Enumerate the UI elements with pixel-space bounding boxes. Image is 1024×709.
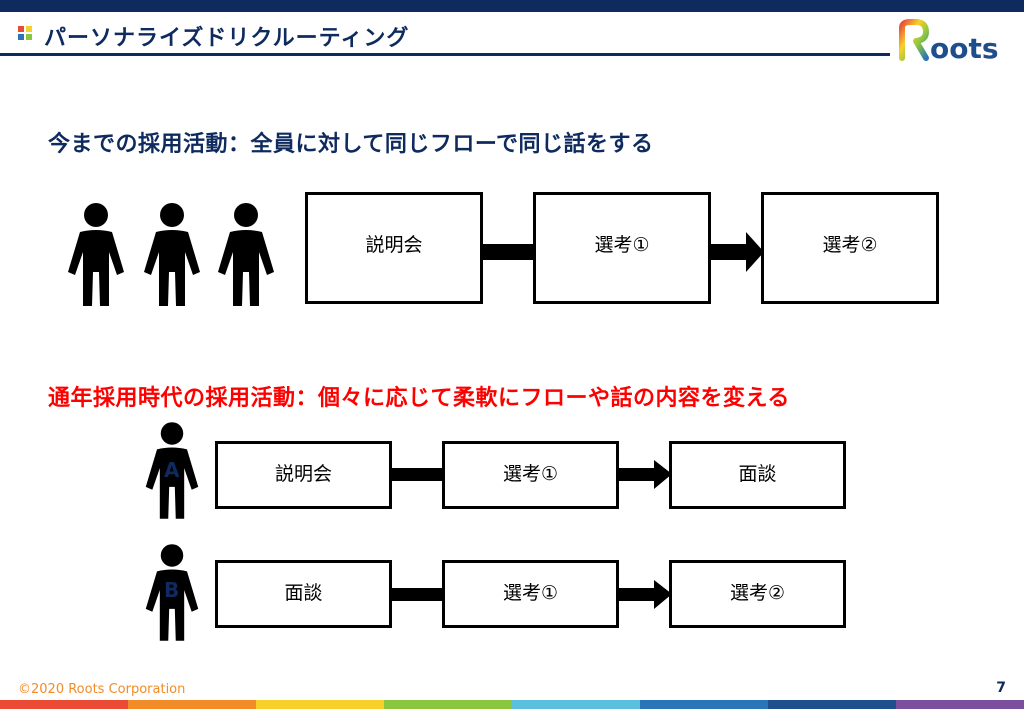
flow-step: 選考① (442, 441, 619, 509)
person-label: A (164, 458, 180, 482)
rainbow-segment (256, 700, 384, 709)
rainbow-segment (512, 700, 640, 709)
flow-step: 説明会 (215, 441, 392, 509)
rainbow-segment (768, 700, 896, 709)
flow-step: 選考② (761, 192, 939, 304)
person-icon (145, 422, 199, 519)
section2-heading: 通年採用時代の採用活動：個々に応じて柔軟にフローや話の内容を変える (48, 386, 790, 411)
person-label: B (164, 578, 180, 602)
rainbow-segment (640, 700, 768, 709)
section1-heading: 今までの採用活動：全員に対して同じフローで同じ話をする (48, 132, 654, 157)
copyright: ©2020 Roots Corporation (18, 682, 186, 697)
flow-step: 説明会 (305, 192, 483, 304)
roots-logo: oots (899, 19, 999, 65)
header-divider (0, 53, 890, 56)
person-icon (218, 203, 274, 306)
grid-icon (18, 26, 32, 40)
page-title: パーソナライズドリクルーティング (44, 26, 410, 51)
rainbow-bar (0, 700, 1024, 709)
rainbow-segment (0, 700, 128, 709)
rainbow-segment (128, 700, 256, 709)
rainbow-segment (896, 700, 1024, 709)
person-icon (144, 203, 200, 306)
svg-text:oots: oots (930, 32, 999, 65)
flow-step: 選考① (533, 192, 711, 304)
flow-step: 面談 (215, 560, 392, 628)
page-number: 7 (996, 680, 1006, 696)
flow-step: 選考① (442, 560, 619, 628)
flow-step: 面談 (669, 441, 846, 509)
flow-step: 選考② (669, 560, 846, 628)
top-bar (0, 0, 1024, 12)
rainbow-segment (384, 700, 512, 709)
person-icon (68, 203, 124, 306)
person-icon (145, 544, 199, 641)
